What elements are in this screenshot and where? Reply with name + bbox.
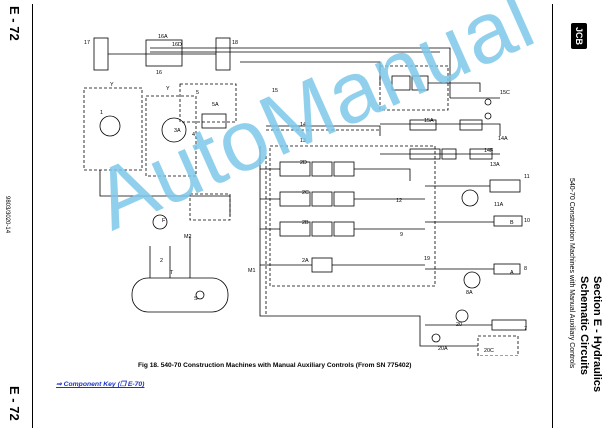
svg-text:1: 1 (100, 110, 103, 116)
svg-text:11: 11 (524, 174, 530, 180)
svg-text:Y: Y (110, 82, 114, 88)
svg-text:20: 20 (456, 322, 462, 328)
svg-text:2: 2 (160, 258, 163, 264)
svg-text:15A: 15A (424, 118, 434, 124)
svg-text:B: B (510, 220, 514, 226)
svg-text:2A: 2A (302, 258, 309, 264)
svg-text:19: 19 (424, 256, 430, 262)
svg-text:16A: 16A (158, 34, 168, 40)
svg-text:16D: 16D (172, 42, 182, 48)
svg-text:15C: 15C (500, 90, 510, 96)
svg-text:8: 8 (524, 266, 527, 272)
svg-text:7: 7 (524, 326, 527, 332)
section-subtitle: Schematic Circuits (578, 276, 590, 376)
svg-text:M2: M2 (184, 234, 192, 240)
svg-text:5: 5 (196, 90, 199, 96)
svg-text:14F: 14F (484, 148, 494, 154)
svg-text:A: A (510, 270, 514, 276)
svg-text:T: T (170, 270, 174, 276)
svg-text:18: 18 (232, 40, 238, 46)
svg-text:M1: M1 (248, 268, 256, 274)
svg-text:14A: 14A (498, 136, 508, 142)
right-margin-rule (552, 4, 553, 428)
page-number-bottom: E - 72 (7, 386, 22, 421)
svg-text:2B: 2B (302, 220, 309, 226)
svg-text:3A: 3A (174, 128, 181, 134)
svg-text:14: 14 (300, 122, 306, 128)
page-number-top: E - 72 (7, 6, 22, 41)
svg-text:20A: 20A (438, 346, 448, 352)
component-key-link[interactable]: ⇒ Component Key (❐ E-70) (56, 381, 145, 388)
svg-text:8A: 8A (466, 290, 473, 296)
section-title: Section E - Hydraulics (591, 276, 603, 393)
svg-text:F: F (162, 218, 166, 224)
svg-text:9: 9 (400, 232, 403, 238)
svg-text:5A: 5A (212, 102, 219, 108)
brand-logo: JCB (571, 23, 587, 49)
svg-text:15: 15 (272, 88, 278, 94)
svg-text:20C: 20C (484, 348, 494, 354)
svg-text:Y: Y (166, 86, 170, 92)
svg-text:S: S (194, 296, 198, 302)
svg-text:4: 4 (192, 132, 195, 138)
svg-text:13: 13 (300, 138, 306, 144)
document-code: 9803/3020-14 (4, 196, 10, 234)
svg-text:10: 10 (524, 218, 530, 224)
figure-caption: Fig 18. 540-70 Construction Machines wit… (138, 362, 412, 369)
svg-text:16: 16 (156, 70, 162, 76)
svg-text:2D: 2D (300, 160, 307, 166)
svg-text:11A: 11A (494, 202, 504, 208)
svg-text:17: 17 (84, 40, 90, 46)
machine-description: 540-70 Construction Machines with Manual… (568, 178, 575, 369)
left-margin-rule (32, 4, 33, 428)
svg-text:13A: 13A (490, 162, 500, 168)
svg-text:2C: 2C (302, 190, 309, 196)
svg-text:12: 12 (396, 198, 402, 204)
